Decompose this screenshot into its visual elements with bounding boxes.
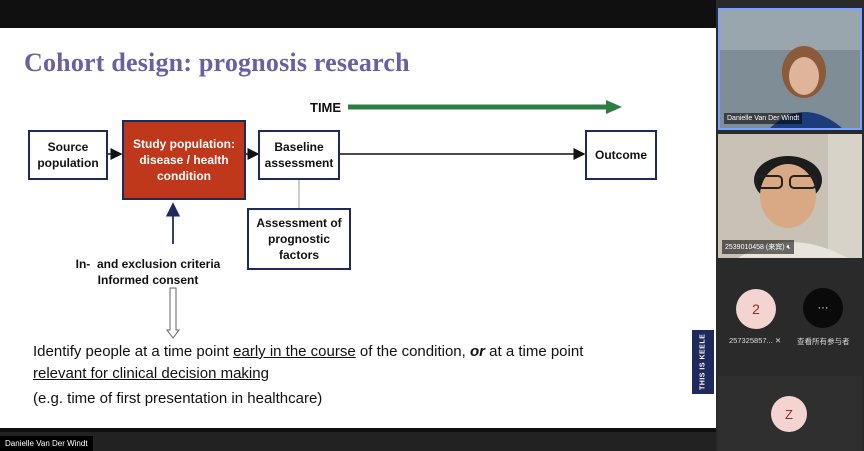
outcome-box: Outcome [585, 130, 657, 180]
body-line-1a: Identify people at a time point [33, 343, 234, 360]
participant-video-guest[interactable]: 2539010458 (来宾) 🔇︎ [718, 134, 862, 258]
keele-badge: THIS IS KEELE [692, 330, 714, 394]
presenter-name-tag: Danielle Van Der Windt [0, 436, 93, 451]
participant-name-1: Danielle Van Der Windt [724, 113, 803, 124]
criteria-text: In- and exclusion criteria Informed cons… [68, 256, 228, 288]
more-participants-button[interactable]: ··· [803, 288, 843, 328]
study-population-box: Study population: disease / health condi… [122, 120, 246, 200]
mic-muted-icon: 🔇︎ [786, 244, 791, 251]
presenter-video-frame [720, 10, 860, 128]
time-label: TIME [310, 100, 342, 115]
presentation-slide: Cohort design: prognosis research TIME [0, 28, 716, 428]
criteria-line-1: In- and exclusion criteria [75, 257, 221, 271]
prognostic-factors-box: Assessment of prognostic factors [247, 208, 351, 270]
hollow-down-arrow [166, 287, 180, 339]
participant-avatar-2[interactable]: Z [771, 396, 807, 432]
body-line-2: relevant for clinical decision making [33, 365, 269, 382]
participant-name-2: 2539010458 (来宾) 🔇︎ [722, 240, 794, 254]
body-line-1-or: or [469, 343, 485, 360]
view-all-participants-label[interactable]: 查看所有参与者 [797, 337, 850, 346]
bottom-strip [0, 432, 716, 451]
guest-video-frame [718, 134, 862, 258]
mic-muted-icon: ✕ [774, 336, 782, 345]
slide-title: Cohort design: prognosis research [24, 48, 410, 77]
body-line-2-underline: relevant for clinical decision making [33, 365, 269, 382]
body-line-1b: of the condition, [355, 343, 470, 360]
criteria-line-2: Informed consent [97, 273, 199, 288]
participant-avatar-1-label: 257325857... ✕ [729, 336, 782, 345]
source-population-box: Source population [28, 130, 108, 180]
body-line-3: (e.g. time of first presentation in heal… [33, 390, 323, 407]
time-arrow [348, 100, 622, 114]
shared-screen: Cohort design: prognosis research TIME [0, 8, 716, 432]
participant-video-presenter[interactable]: Danielle Van Der Windt [718, 8, 862, 130]
top-bar [0, 0, 864, 8]
baseline-assessment-box: Baseline assessment [258, 130, 340, 180]
participant-avatar-1[interactable]: 2 [736, 289, 776, 329]
diagram-arrows [108, 100, 622, 339]
body-line-1-underline: early in the course [233, 343, 356, 360]
body-line-1c: at a time point [484, 343, 584, 360]
body-line-1: Identify people at a time point early in… [33, 343, 583, 360]
